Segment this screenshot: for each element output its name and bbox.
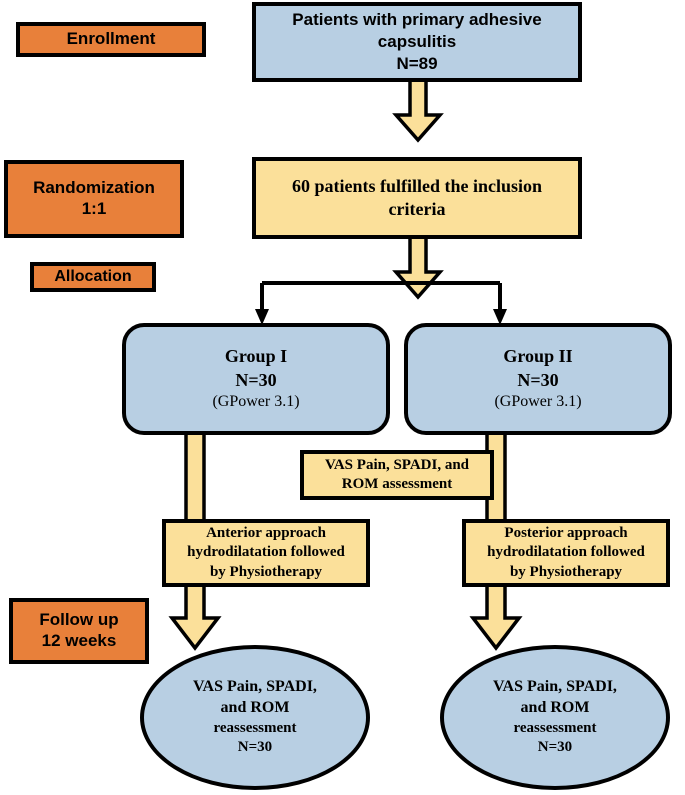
node-enrolled-line2: capsulitis: [377, 31, 457, 51]
connector-group1-to-intervention1: [184, 430, 206, 524]
node-outcome-1-line2: and ROM: [220, 699, 290, 716]
node-outcome-2-line2: and ROM: [520, 699, 590, 716]
node-intervention-1-line3: by Physiotherapy: [209, 563, 323, 580]
node-eligible-line2: criteria: [388, 199, 446, 219]
stage-label-enrollment: Enrollment: [16, 22, 206, 57]
node-enrolled-line3: N=89: [396, 54, 438, 74]
node-intervention-2: Posterior approach hydrodilatation follo…: [462, 519, 670, 587]
connector-eligible-to-split: [392, 235, 444, 300]
node-intervention-1: Anterior approach hydrodilatation follow…: [162, 519, 370, 587]
node-outcome-2-line3: reassessment: [513, 719, 597, 736]
connector-intervention2-to-outcome2: [469, 581, 523, 651]
connector-split-to-group2: [493, 283, 507, 325]
node-intervention-2-line1: Posterior approach: [504, 524, 628, 541]
stage-label-enrollment-text: Enrollment: [66, 29, 156, 49]
node-group-1-line2: N=30: [235, 369, 277, 390]
stage-label-allocation: Allocation: [30, 262, 156, 292]
node-outcome-1-line4: N=30: [237, 739, 273, 756]
node-group-1: Group I N=30 (GPower 3.1): [122, 323, 390, 435]
node-intervention-1-line1: Anterior approach: [206, 524, 326, 541]
node-outcome-1: VAS Pain, SPADI, and ROM reassessment N=…: [140, 645, 370, 790]
node-outcome-2: VAS Pain, SPADI, and ROM reassessment N=…: [440, 645, 670, 790]
stage-label-randomization-line1: Randomization: [33, 178, 155, 198]
connector-enrolled-to-eligible: [392, 78, 444, 143]
stage-label-followup: Follow up 12 weeks: [9, 598, 149, 664]
node-outcome-2-line4: N=30: [537, 739, 573, 756]
node-assessment: VAS Pain, SPADI, and ROM assessment: [300, 450, 494, 500]
node-group-2-line2: N=30: [517, 369, 559, 390]
connector-intervention1-to-outcome1: [168, 581, 222, 651]
node-intervention-1-line2: hydrodilatation followed: [187, 544, 345, 561]
node-enrolled: Patients with primary adhesive capsuliti…: [252, 2, 582, 82]
stage-label-randomization: Randomization 1:1: [4, 160, 184, 238]
connector-split-to-group1: [255, 283, 269, 325]
node-outcome-2-line1: VAS Pain, SPADI,: [493, 678, 617, 696]
node-eligible-line1: 60 patients fulfilled the inclusion: [291, 175, 543, 196]
node-group-2-line1: Group II: [503, 346, 573, 367]
node-outcome-1-line1: VAS Pain, SPADI,: [193, 678, 317, 696]
node-group-2: Group II N=30 (GPower 3.1): [404, 323, 672, 435]
node-group-1-line3: (GPower 3.1): [212, 392, 300, 410]
stage-label-allocation-text: Allocation: [54, 268, 132, 286]
node-intervention-2-line3: by Physiotherapy: [509, 563, 623, 580]
node-group-1-line1: Group I: [224, 346, 288, 367]
stage-label-followup-line1: Follow up: [39, 610, 119, 630]
node-assessment-line2: ROM assessment: [341, 476, 453, 492]
node-intervention-2-line2: hydrodilatation followed: [487, 544, 645, 561]
node-eligible: 60 patients fulfilled the inclusion crit…: [252, 157, 582, 239]
node-group-2-line3: (GPower 3.1): [494, 392, 582, 410]
node-enrolled-line1: Patients with primary adhesive: [292, 9, 542, 29]
stage-label-randomization-line2: 1:1: [81, 199, 107, 218]
node-outcome-1-line3: reassessment: [213, 719, 297, 736]
node-assessment-line1: VAS Pain, SPADI, and: [324, 456, 470, 473]
stage-label-followup-line2: 12 weeks: [41, 631, 117, 650]
